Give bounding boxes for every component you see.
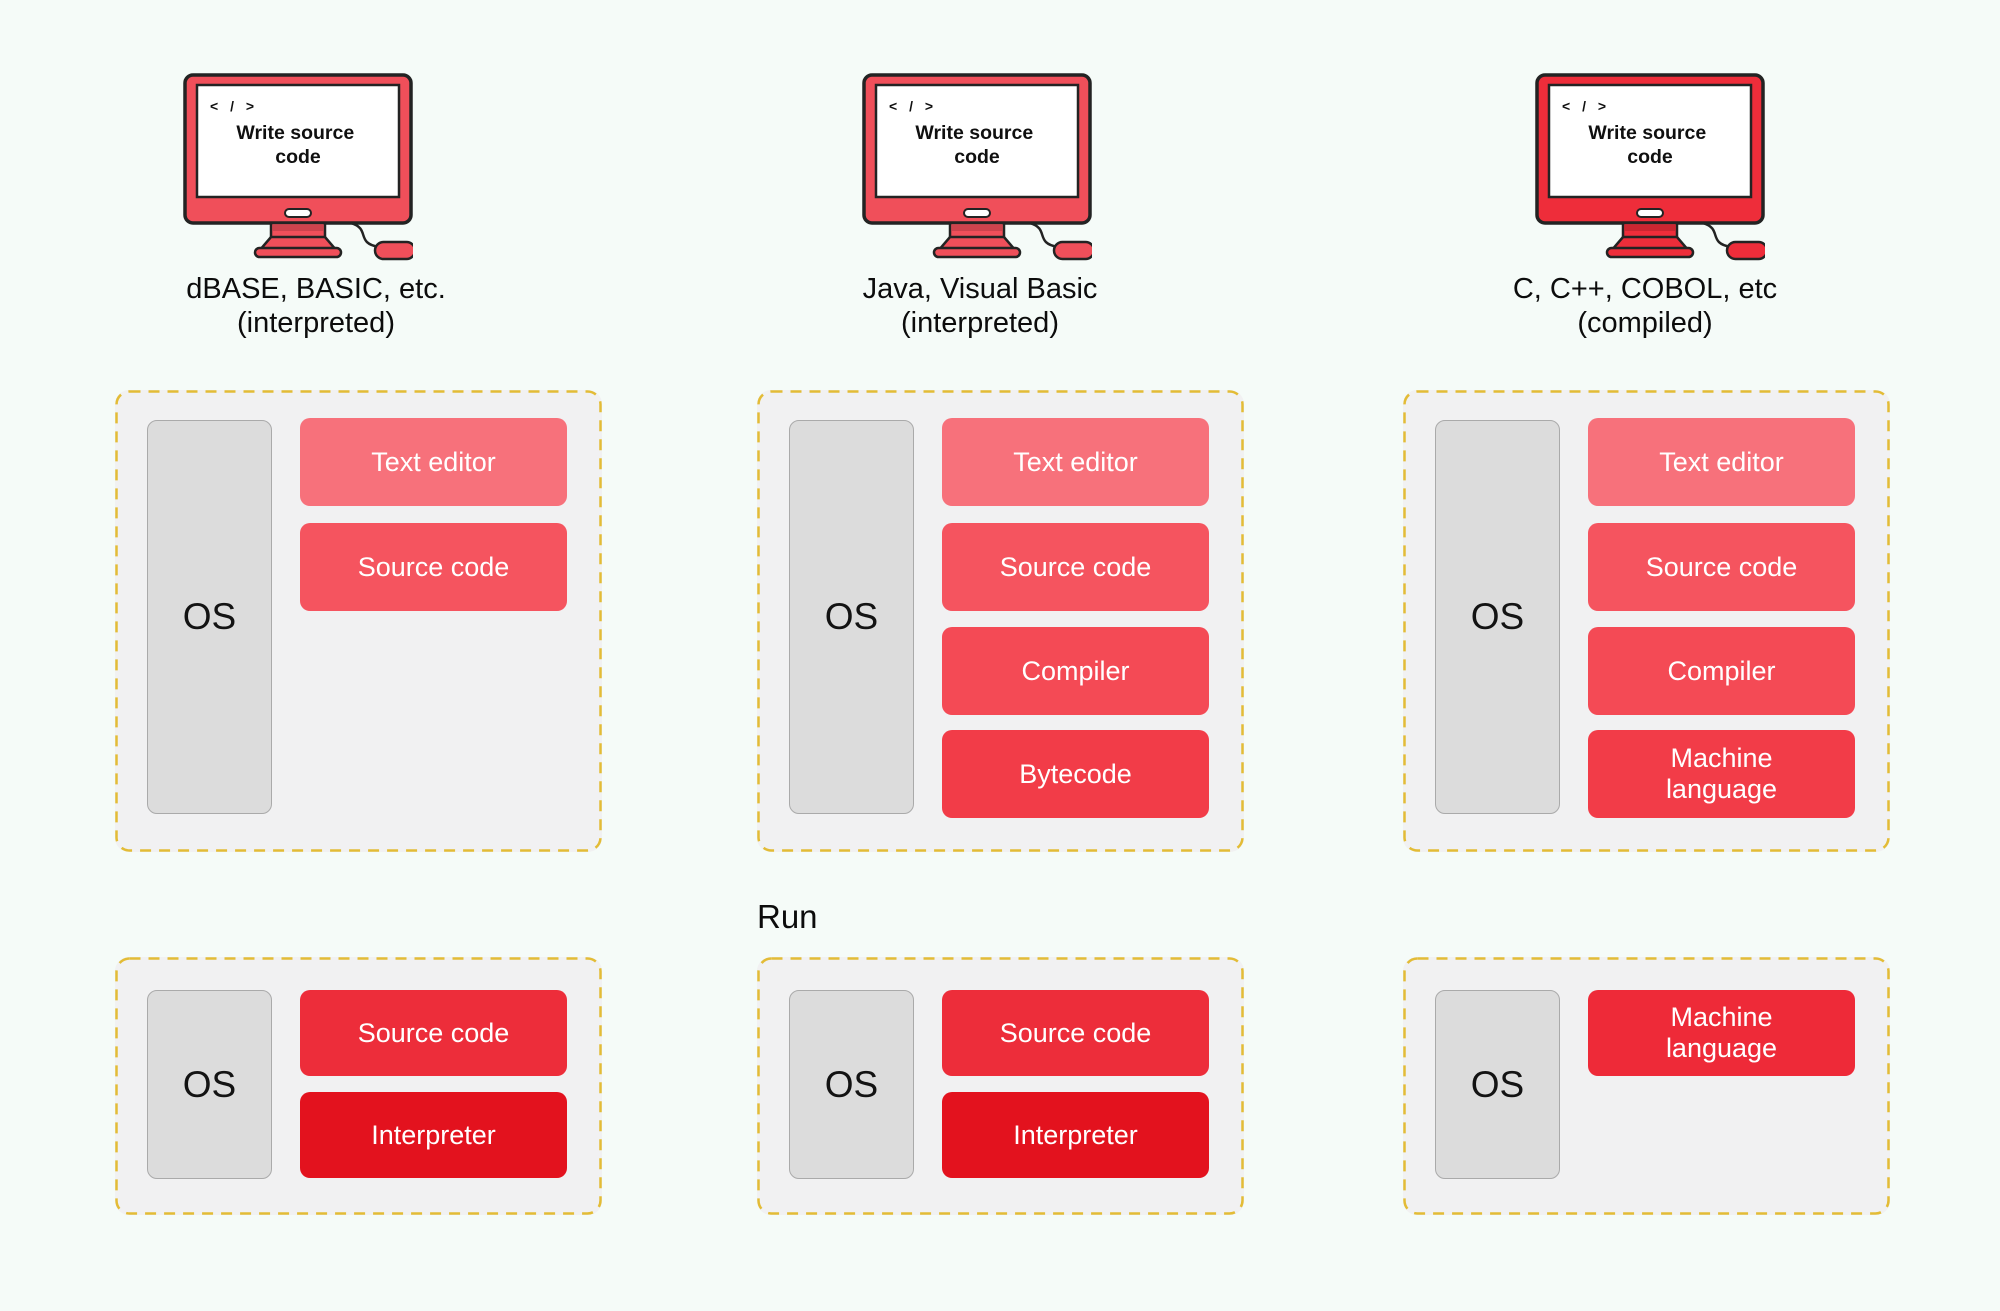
monitor-icon: < / > Write source code <box>862 73 1092 261</box>
caption-line-2: (interpreted) <box>901 307 1059 339</box>
build-item: Source code <box>942 523 1209 611</box>
code-tag-icon: < / > <box>210 98 258 114</box>
caption-line-2: (interpreted) <box>237 307 395 339</box>
build-item: Text editor <box>300 418 567 506</box>
os-box: OS <box>147 420 272 814</box>
os-box: OS <box>789 990 914 1179</box>
build-item: Machine language <box>1588 730 1855 818</box>
os-box: OS <box>1435 990 1560 1179</box>
caption-line-2: (compiled) <box>1577 307 1713 339</box>
column-caption: dBASE, BASIC, etc. (interpreted) <box>66 272 566 340</box>
run-item: Source code <box>942 990 1209 1076</box>
build-item: Source code <box>300 523 567 611</box>
build-item: Source code <box>1588 523 1855 611</box>
monitor-screen-text: Write source code <box>236 122 359 168</box>
build-item: Text editor <box>1588 418 1855 506</box>
os-box: OS <box>1435 420 1560 814</box>
column-caption: Java, Visual Basic (interpreted) <box>730 272 1230 340</box>
monitor-icon: < / > Write source code <box>183 73 413 261</box>
caption-line-1: Java, Visual Basic <box>862 273 1098 305</box>
run-phase-panel: OS Source code Interpreter <box>757 957 1244 1215</box>
build-item: Text editor <box>942 418 1209 506</box>
build-item: Compiler <box>942 627 1209 715</box>
run-heading: Run <box>757 898 818 935</box>
run-item: Machine language <box>1588 990 1855 1076</box>
os-box: OS <box>789 420 914 814</box>
code-tag-icon: < / > <box>889 98 937 114</box>
os-box: OS <box>147 990 272 1179</box>
caption-line-1: dBASE, BASIC, etc. <box>186 273 446 305</box>
build-phase-panel: OS Text editor Source code Compiler Mach… <box>1403 390 1890 852</box>
run-item: Source code <box>300 990 567 1076</box>
run-phase-panel: OS Source code Interpreter <box>115 957 602 1215</box>
build-item: Bytecode <box>942 730 1209 818</box>
monitor-screen-text: Write source code <box>1588 122 1711 168</box>
run-phase-panel: OS Machine language <box>1403 957 1890 1215</box>
run-item: Interpreter <box>300 1092 567 1178</box>
build-phase-panel: OS Text editor Source code <box>115 390 602 852</box>
build-item: Compiler <box>1588 627 1855 715</box>
column-caption: C, C++, COBOL, etc (compiled) <box>1395 272 1895 340</box>
run-item: Interpreter <box>942 1092 1209 1178</box>
monitor-screen-text: Write source code <box>915 122 1038 168</box>
build-phase-panel: OS Text editor Source code Compiler Byte… <box>757 390 1244 852</box>
monitor-icon: < / > Write source code <box>1535 73 1765 261</box>
code-tag-icon: < / > <box>1562 98 1610 114</box>
caption-line-1: C, C++, COBOL, etc <box>1512 273 1778 305</box>
